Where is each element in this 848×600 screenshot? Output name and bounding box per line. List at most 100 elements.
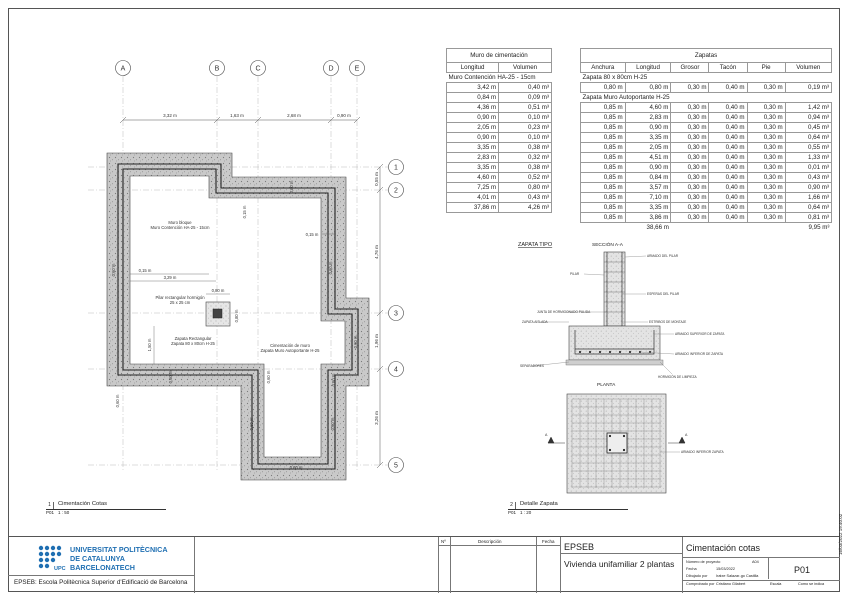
plan-dim-6: 0,15 m [306,232,319,237]
grid-bubble-4 [388,361,404,377]
plan-dim-13: 0,60 m [353,335,358,348]
view-title-1: 1 Cimentación Cotas P01 1 : 50 [46,501,166,518]
grid-bubble-1 [388,159,404,175]
muro-header-longitud: Longitud [445,62,500,73]
dim-ab: 3,32 m [163,113,177,118]
muro-header-volumen: Volumen [498,62,552,73]
ann-junta: JUNTA DE HORMIGONADO PULIDA [537,310,591,314]
plan-dim-4: 0,80 m [234,309,239,322]
ann-limpieza: HORMIGÓN DE LIMPIEZA [658,374,697,379]
zap-total-length: 38,66 m [646,224,669,232]
plan-dim-20: 0,60 m [331,373,336,386]
view-1-number: 1 [46,502,54,509]
uni-name-3: BARCELONATECH [70,563,135,572]
rev-header-no: Nº [441,539,446,544]
plan-label-cim-1: Cimentación de muro [270,343,310,348]
grid-label-4: 4 [394,367,398,374]
muro-subtitle: Muro Contención HA-25 - 15cm [448,74,536,81]
label-checked-by: Comprobado por [686,582,715,586]
plan-label-zap-2: Zapata 80 x 80cm H-25 [171,341,215,346]
grid-bubble-3 [388,305,404,321]
view-1-sheet: P01 [46,510,55,515]
grid-bubble-b [209,60,225,76]
grid-label-5: 5 [394,463,398,470]
plan-dim-11: 0,60 m [289,180,294,193]
label-project-no: Número de proyecto [686,560,721,564]
grid-label-d: D [328,66,333,73]
grid-label-b: B [215,66,220,73]
view-2-sheet: P01 [508,510,517,515]
plan-label-cim-2: Zapata Muro Autoportante H-25 [261,348,321,353]
value-drawn-by: Iratxe Salazar-go Castilla [716,574,759,578]
zap-sub1: Zapata 80 x 80cm H-25 [582,74,648,81]
ann-cerco: ESTRIBOS DE MONTAJE [649,320,686,324]
plan-dim-17: 0,60 m [330,417,335,430]
uni-name-2: DE CATALUNYA [70,554,125,563]
grid-label-c: C [255,66,260,73]
plan-dim-7: 0,15 m [242,205,247,218]
dim-12: 0,55 m [374,172,379,186]
grid-bubble-c [250,60,266,76]
school-short: EPSEB [564,542,595,552]
plan-dim-18: 0,60 m [266,370,271,383]
grid-bubble-d [323,60,339,76]
upc-logo-icon: UPC [38,545,66,572]
ann-inf: ARMADO INFERIOR DE ZAPATA [675,352,724,356]
sheet-number: P01 [794,565,811,575]
value-project-no: A04 [752,560,759,564]
plan-dim-9: 0,60 m [115,394,120,407]
label-date: Fecha [686,567,697,571]
grid-bubble-2 [388,182,404,198]
plan-label-pilar-2: 25 x 25 cm [170,300,191,305]
detail-title: ZAPATA TIPO [518,242,553,248]
dim-34: 1,96 m [374,334,379,348]
strip-footing [106,152,370,481]
dim-de: 0,90 m [337,113,351,118]
view-1-title: Cimentación Cotas [58,501,107,507]
wall-inner-line [122,168,353,465]
zap-total-volume: 9,95 m³ [808,224,830,232]
ann-zapata-aislada: ZAPATA AISLADA [522,320,549,324]
plot-timestamp: 16/03/2022 19:40:02 [838,513,843,555]
grid-bubble-a [115,60,131,76]
view-2-title: Detalle Zapata [520,501,558,507]
section-blinding [565,359,664,366]
drawing-sheet [8,8,840,592]
grid-label-3: 3 [394,311,398,318]
grid-bubble-e [349,60,365,76]
plan-dim-16: 0,60 m [249,417,254,430]
sheet-title: Cimentación cotas [686,543,761,553]
grid-bubble-5 [388,457,404,473]
plan-dim-5: 1,50 m [147,338,152,351]
view-1-scale: 1 : 50 [58,510,70,515]
grid-label-e: E [355,66,360,73]
plan-dim-2: 3,29 m [164,275,177,280]
label-scale: Escala [770,582,782,586]
plan-label-zap-1: Zapata Rectangular [175,336,212,341]
grid-label-2: 2 [394,188,398,195]
ann-separadores: SEPARADORES [520,364,544,368]
plan-dim-14: 0,60 m [290,465,303,470]
project-name: Vivienda unifamiliar 2 plantas [564,559,675,569]
dim-23: 4,76 m [374,245,379,259]
view-2-number: 2 [508,502,516,509]
plan-dim-1: 0,15 m [139,268,152,273]
grid-label-1: 1 [394,165,398,172]
plan-dim-10: 0,60 m [168,370,173,383]
title-block: UPC UNIVERSITAT POLITÈCNICA DE CATALUNYA… [8,536,840,593]
zapatas-schedule: Zapatas Anchura Longitud Grosor Tacón Pi… [580,48,833,232]
detail-plan-column [606,432,628,454]
section-title: SECCIÓN A-A [592,241,624,248]
plan-dim-12: 0,60 m [328,261,333,274]
table-row: 0,80 m 0,80 m 0,30 m 0,40 m 0,30 m 0,19 … [580,82,833,93]
label-drawn-by: Dibujado por [686,574,708,578]
ann-pilar-arm: ARMADO DEL PILAR [647,254,679,258]
